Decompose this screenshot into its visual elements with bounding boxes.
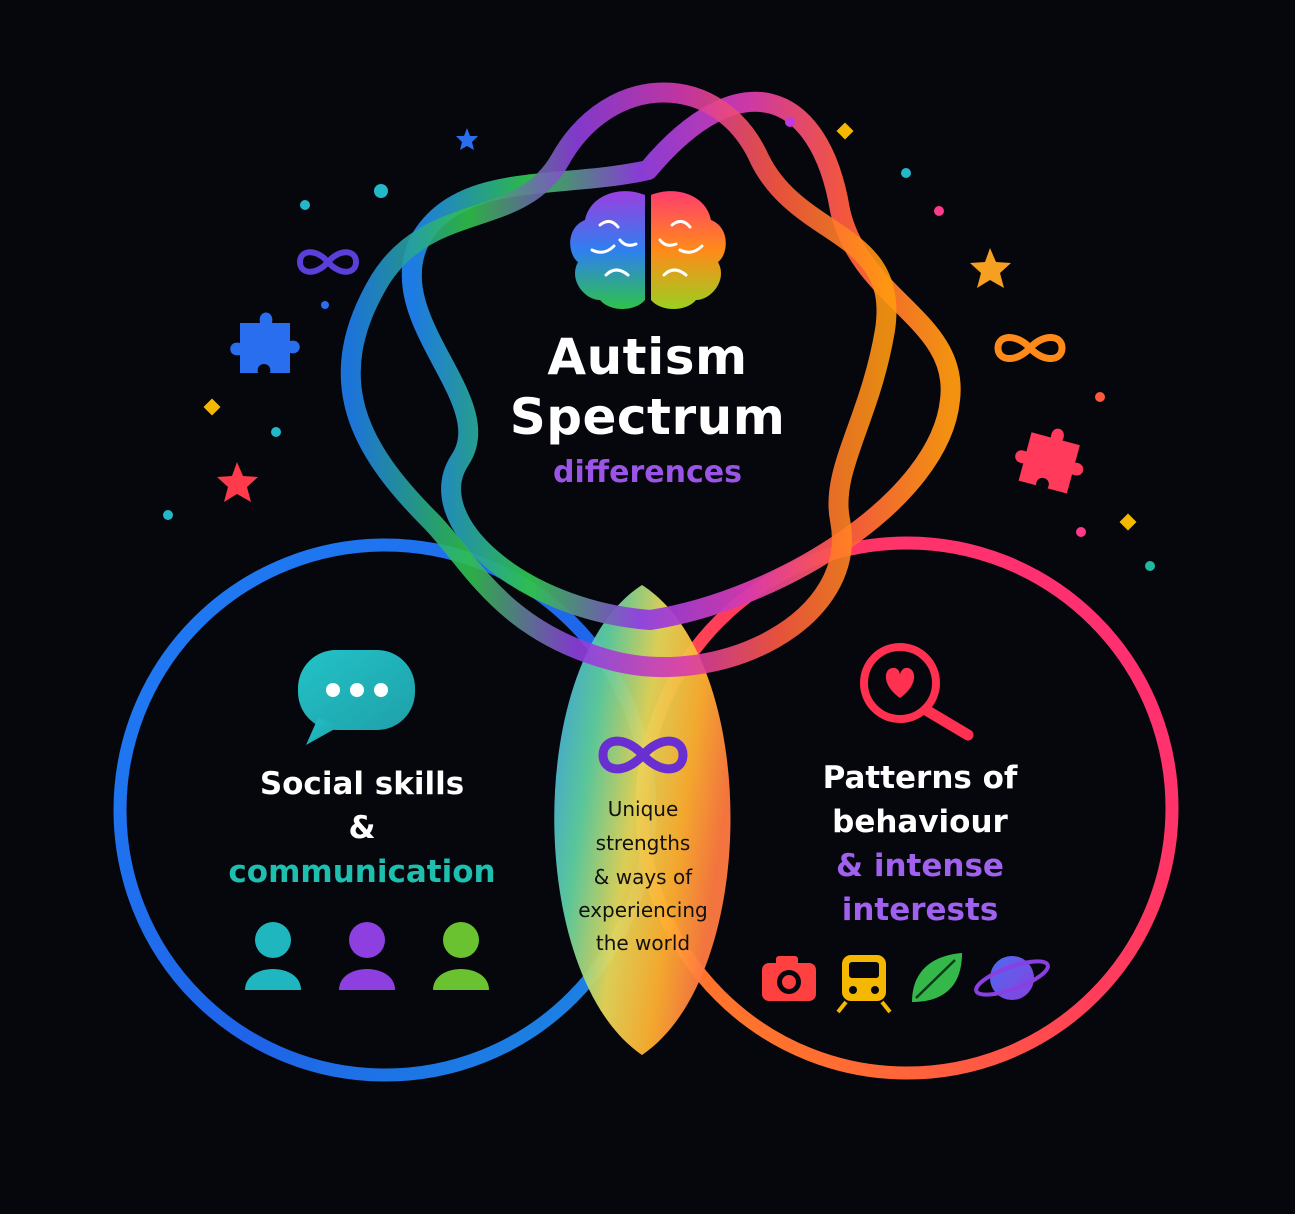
camera-icon bbox=[762, 956, 816, 1001]
center-overlap bbox=[554, 585, 731, 1055]
title-subtitle: differences bbox=[553, 455, 742, 490]
star-icon bbox=[456, 128, 478, 150]
puzzle-piece-icon bbox=[230, 312, 300, 373]
star-icon bbox=[970, 248, 1011, 288]
center-label-line-5: the world bbox=[595, 931, 691, 955]
puzzle-piece-icon bbox=[1015, 428, 1084, 494]
right-label-line-1: Patterns of bbox=[822, 760, 1018, 796]
right-label-line-2: behaviour bbox=[832, 804, 1008, 840]
leaf-icon bbox=[912, 953, 962, 1002]
infinity-icon bbox=[994, 334, 1066, 362]
train-icon bbox=[836, 955, 892, 1014]
center-label-line-1: Unique bbox=[607, 797, 679, 821]
center-label-line-2: strengths bbox=[595, 831, 691, 855]
star-icon bbox=[217, 462, 258, 502]
decoration-group bbox=[163, 117, 1155, 571]
magnifier-heart-icon bbox=[860, 643, 974, 741]
speech-bubble-icon bbox=[298, 650, 415, 745]
title-line-2: Spectrum bbox=[509, 388, 786, 446]
right-label-line-3: & intense bbox=[836, 848, 1004, 884]
person-icon bbox=[433, 922, 489, 990]
left-label-line-2: & bbox=[348, 810, 376, 846]
planet-icon bbox=[974, 956, 1050, 1000]
infinity-icon bbox=[598, 736, 688, 774]
left-label-line-3: communication bbox=[228, 854, 496, 890]
brain-icon bbox=[570, 191, 726, 309]
person-icon bbox=[245, 922, 301, 990]
center-label-line-3: & ways of bbox=[593, 865, 693, 889]
infinity-icon bbox=[296, 249, 360, 275]
center-label-line-4: experiencing bbox=[578, 898, 708, 922]
left-label-line-1: Social skills bbox=[259, 766, 465, 802]
person-icon bbox=[339, 922, 395, 990]
top-ribbon-loop-b bbox=[340, 82, 897, 677]
title-line-1: Autism bbox=[547, 328, 748, 386]
right-label-line-4: interests bbox=[841, 892, 999, 928]
